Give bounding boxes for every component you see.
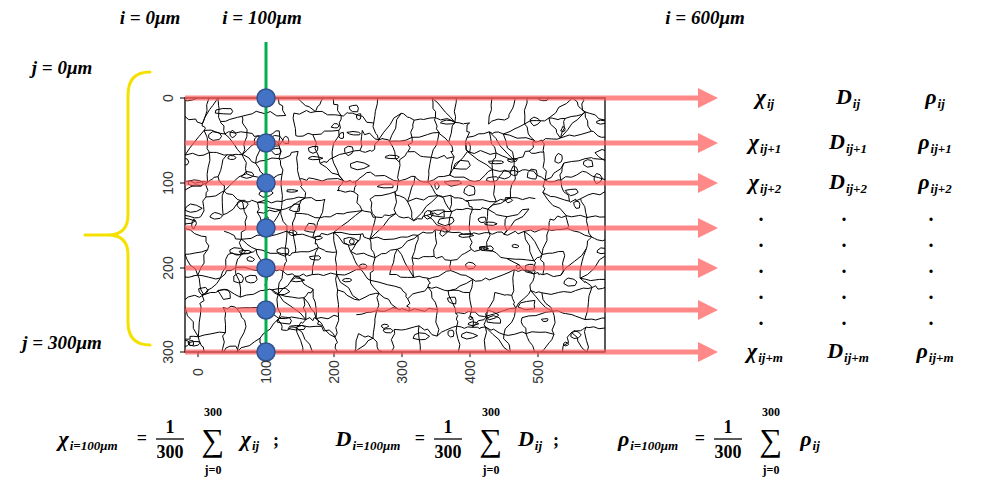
- formula-term: ρij: [800, 428, 820, 453]
- yellow-bracket: [85, 72, 150, 345]
- sum-upper-limit: 300: [482, 405, 500, 420]
- sum-symbol: ∑: [760, 422, 783, 459]
- ellipsis-dot: .: [929, 203, 934, 226]
- sum-lower-limit: j=0: [763, 463, 780, 478]
- axis-tick-label: 100: [258, 360, 274, 383]
- fraction-numerator: 1: [724, 417, 733, 438]
- fraction-numerator: 1: [166, 417, 175, 438]
- variable-label: χij: [756, 86, 774, 111]
- ellipsis-dot: .: [759, 307, 764, 330]
- formula-term: χi=100μm: [58, 428, 117, 453]
- ellipsis-dot: .: [759, 281, 764, 304]
- ellipsis-dot: .: [759, 203, 764, 226]
- ellipsis-dot: .: [759, 229, 764, 252]
- fraction-denominator: 300: [157, 442, 184, 463]
- ellipsis-dot: .: [929, 255, 934, 278]
- position-label: i = 100μm: [222, 7, 301, 29]
- variable-label: ρij+m: [916, 340, 953, 365]
- ellipsis-dot: .: [842, 281, 847, 304]
- axis-tick-label: 400: [462, 360, 478, 383]
- ellipsis-dot: .: [929, 307, 934, 330]
- formula-sign: =: [695, 428, 705, 449]
- variable-label: Dij: [836, 86, 860, 111]
- formula-term: χij: [241, 428, 259, 453]
- ellipsis-dot: .: [759, 255, 764, 278]
- formula-term: Di=100μm: [336, 428, 401, 453]
- sum-lower-limit: j=0: [205, 463, 222, 478]
- fraction-numerator: 1: [444, 417, 453, 438]
- variable-label: χij+1: [749, 131, 781, 156]
- sum-lower-limit: j=0: [483, 463, 500, 478]
- position-label: i = 600μm: [665, 7, 744, 29]
- variable-label: Dij+m: [827, 340, 869, 365]
- ellipsis-dot: .: [842, 307, 847, 330]
- axis-tick-label: 300: [394, 360, 410, 383]
- formula-sign: ;: [553, 430, 559, 451]
- ellipsis-dot: .: [929, 281, 934, 304]
- position-label: i = 0μm: [120, 7, 180, 29]
- sum-upper-limit: 300: [204, 405, 222, 420]
- fraction-denominator: 300: [435, 442, 462, 463]
- variable-label: χij+m: [747, 340, 783, 365]
- ellipsis-dot: .: [929, 229, 934, 252]
- formula-sign: =: [137, 428, 147, 449]
- red-arrows: [185, 88, 718, 362]
- formula-sign: ;: [273, 430, 279, 451]
- position-label: j = 0μm: [32, 57, 92, 79]
- grain-map: [185, 98, 605, 352]
- ellipsis-dot: .: [842, 255, 847, 278]
- map-frame: [185, 98, 605, 352]
- sum-symbol: ∑: [202, 422, 225, 459]
- variable-label: χij+2: [749, 171, 781, 196]
- variable-label: ρij+2: [918, 171, 951, 196]
- axis-tick-label: 200: [160, 256, 176, 279]
- ellipsis-dot: .: [842, 203, 847, 226]
- axis-tick-label: 0: [190, 368, 206, 376]
- axis-tick-label: 200: [326, 360, 342, 383]
- variable-label: ρij: [925, 86, 945, 111]
- formula-sign: =: [415, 428, 425, 449]
- sum-upper-limit: 300: [762, 405, 780, 420]
- variable-label: ρij+1: [918, 131, 951, 156]
- sum-symbol: ∑: [480, 422, 503, 459]
- axis-tick-label: 0: [160, 94, 176, 102]
- blue-dots: [257, 89, 275, 361]
- formula-term: Dij: [518, 428, 542, 453]
- position-label: j = 300μm: [22, 332, 101, 354]
- axis-tick-label: 100: [160, 171, 176, 194]
- axis-tick-label: 300: [160, 340, 176, 363]
- ellipsis-dot: .: [842, 229, 847, 252]
- axis-tick-label: 500: [530, 360, 546, 383]
- variable-label: Dij+2: [829, 171, 867, 196]
- formula-term: ρi=100μm: [618, 428, 678, 453]
- variable-label: Dij+1: [829, 131, 867, 156]
- fraction-denominator: 300: [715, 442, 742, 463]
- grain-boundaries: [185, 98, 605, 352]
